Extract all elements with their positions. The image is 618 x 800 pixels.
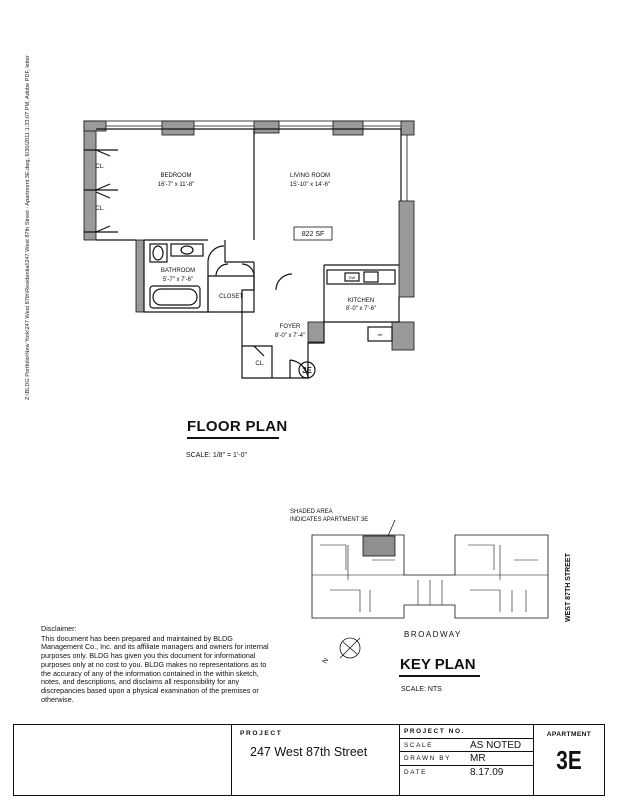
apartment-value: 3E [556,745,582,775]
shaded-apartment [362,535,396,557]
project-no-label: PROJECT NO. [404,728,465,735]
project-no-row: PROJECT NO. [400,725,533,739]
scale-row: SCALE AS NOTED [400,739,533,752]
title-block-project: PROJECT 247 West 87th Street [232,725,400,795]
unit-tag: 3E [302,366,312,375]
closet-short-2: CL. [95,206,105,212]
area-box [293,226,333,241]
closet-label: CLOSET [219,294,243,300]
vanity [170,243,204,257]
project-address: 247 West 87th Street [250,745,368,759]
fridge [367,326,393,342]
foyer-label: FOYER [280,324,301,330]
street-broadway: BROADWAY [404,630,462,639]
kitchen-dims: 8'-0" x 7'-6" [346,306,376,312]
dw-label: DW [349,275,356,280]
pier-living-north [253,120,280,134]
date-label: DATE [404,768,427,776]
closet-short-1: CL. [95,164,105,170]
building-outline [311,534,549,619]
floor-plan-title-underline [187,437,279,439]
bedroom-label: BEDROOM [160,173,191,179]
scale-value: AS NOTED [470,739,522,751]
kitchen-label: KITCHEN [348,298,374,304]
bathtub [149,285,201,309]
bathroom-dims: 5'-7" x 7'-6" [163,277,193,283]
date-row: DATE 8.17.09 [400,766,533,780]
pier-ne [400,120,415,136]
closet-box [207,275,255,313]
pier-east [398,200,415,298]
date-value: 8.17.09 [470,766,504,778]
floor-plan-scale: SCALE: 1/8" = 1'-0" [186,452,247,459]
floor-plan-title: FLOOR PLAN [187,418,288,435]
foyer-dims: 8'-0" x 7'-4" [275,333,305,339]
project-label: PROJECT [240,730,283,737]
title-block-apartment: APARTMENT 3E [534,725,604,795]
pier-bedroom-north [161,120,195,136]
toilet-box [149,243,168,263]
key-plan-title-underline [399,675,480,677]
bathroom-label: BATHROOM [161,268,195,274]
pier-living-north-2 [332,120,364,136]
title-block-blank [14,725,232,795]
shaded-note-1: SHADED AREA [290,509,333,515]
apartment-label: APARTMENT [546,731,592,738]
key-plan-title: KEY PLAN [400,656,476,673]
ref-label: ref [378,332,384,337]
scale-label: SCALE [404,741,433,749]
disclaimer: Disclaimer: This document has been prepa… [41,624,269,704]
drawn-by-label: DRAWN BY [404,755,452,762]
title-block: PROJECT 247 West 87th Street PROJECT NO.… [13,724,605,796]
closet-short-3: CL. [255,361,265,367]
title-block-details: PROJECT NO. SCALE AS NOTED DRAWN BY MR D… [400,725,534,795]
disclaimer-body: This document has been prepared and main… [41,633,269,704]
kitchen-counter [326,269,396,285]
shaded-note-2: INDICATES APARTMENT 3E [290,517,368,523]
key-plan-scale: SCALE: NTS [401,686,442,693]
bedroom-dims: 16'-7" x 11'-8" [158,182,194,188]
area-label: 822 SF [302,231,325,238]
living-room-label: LIVING ROOM [290,173,330,179]
street-west-87th: WEST 87TH STREET [565,552,572,622]
living-room-dims: 15'-10" x 14'-6" [290,182,330,188]
drawn-by-value: MR [470,753,486,764]
disclaimer-heading: Disclaimer: [41,624,77,633]
north-label: N [322,657,331,665]
drawn-by-row: DRAWN BY MR [400,752,533,766]
